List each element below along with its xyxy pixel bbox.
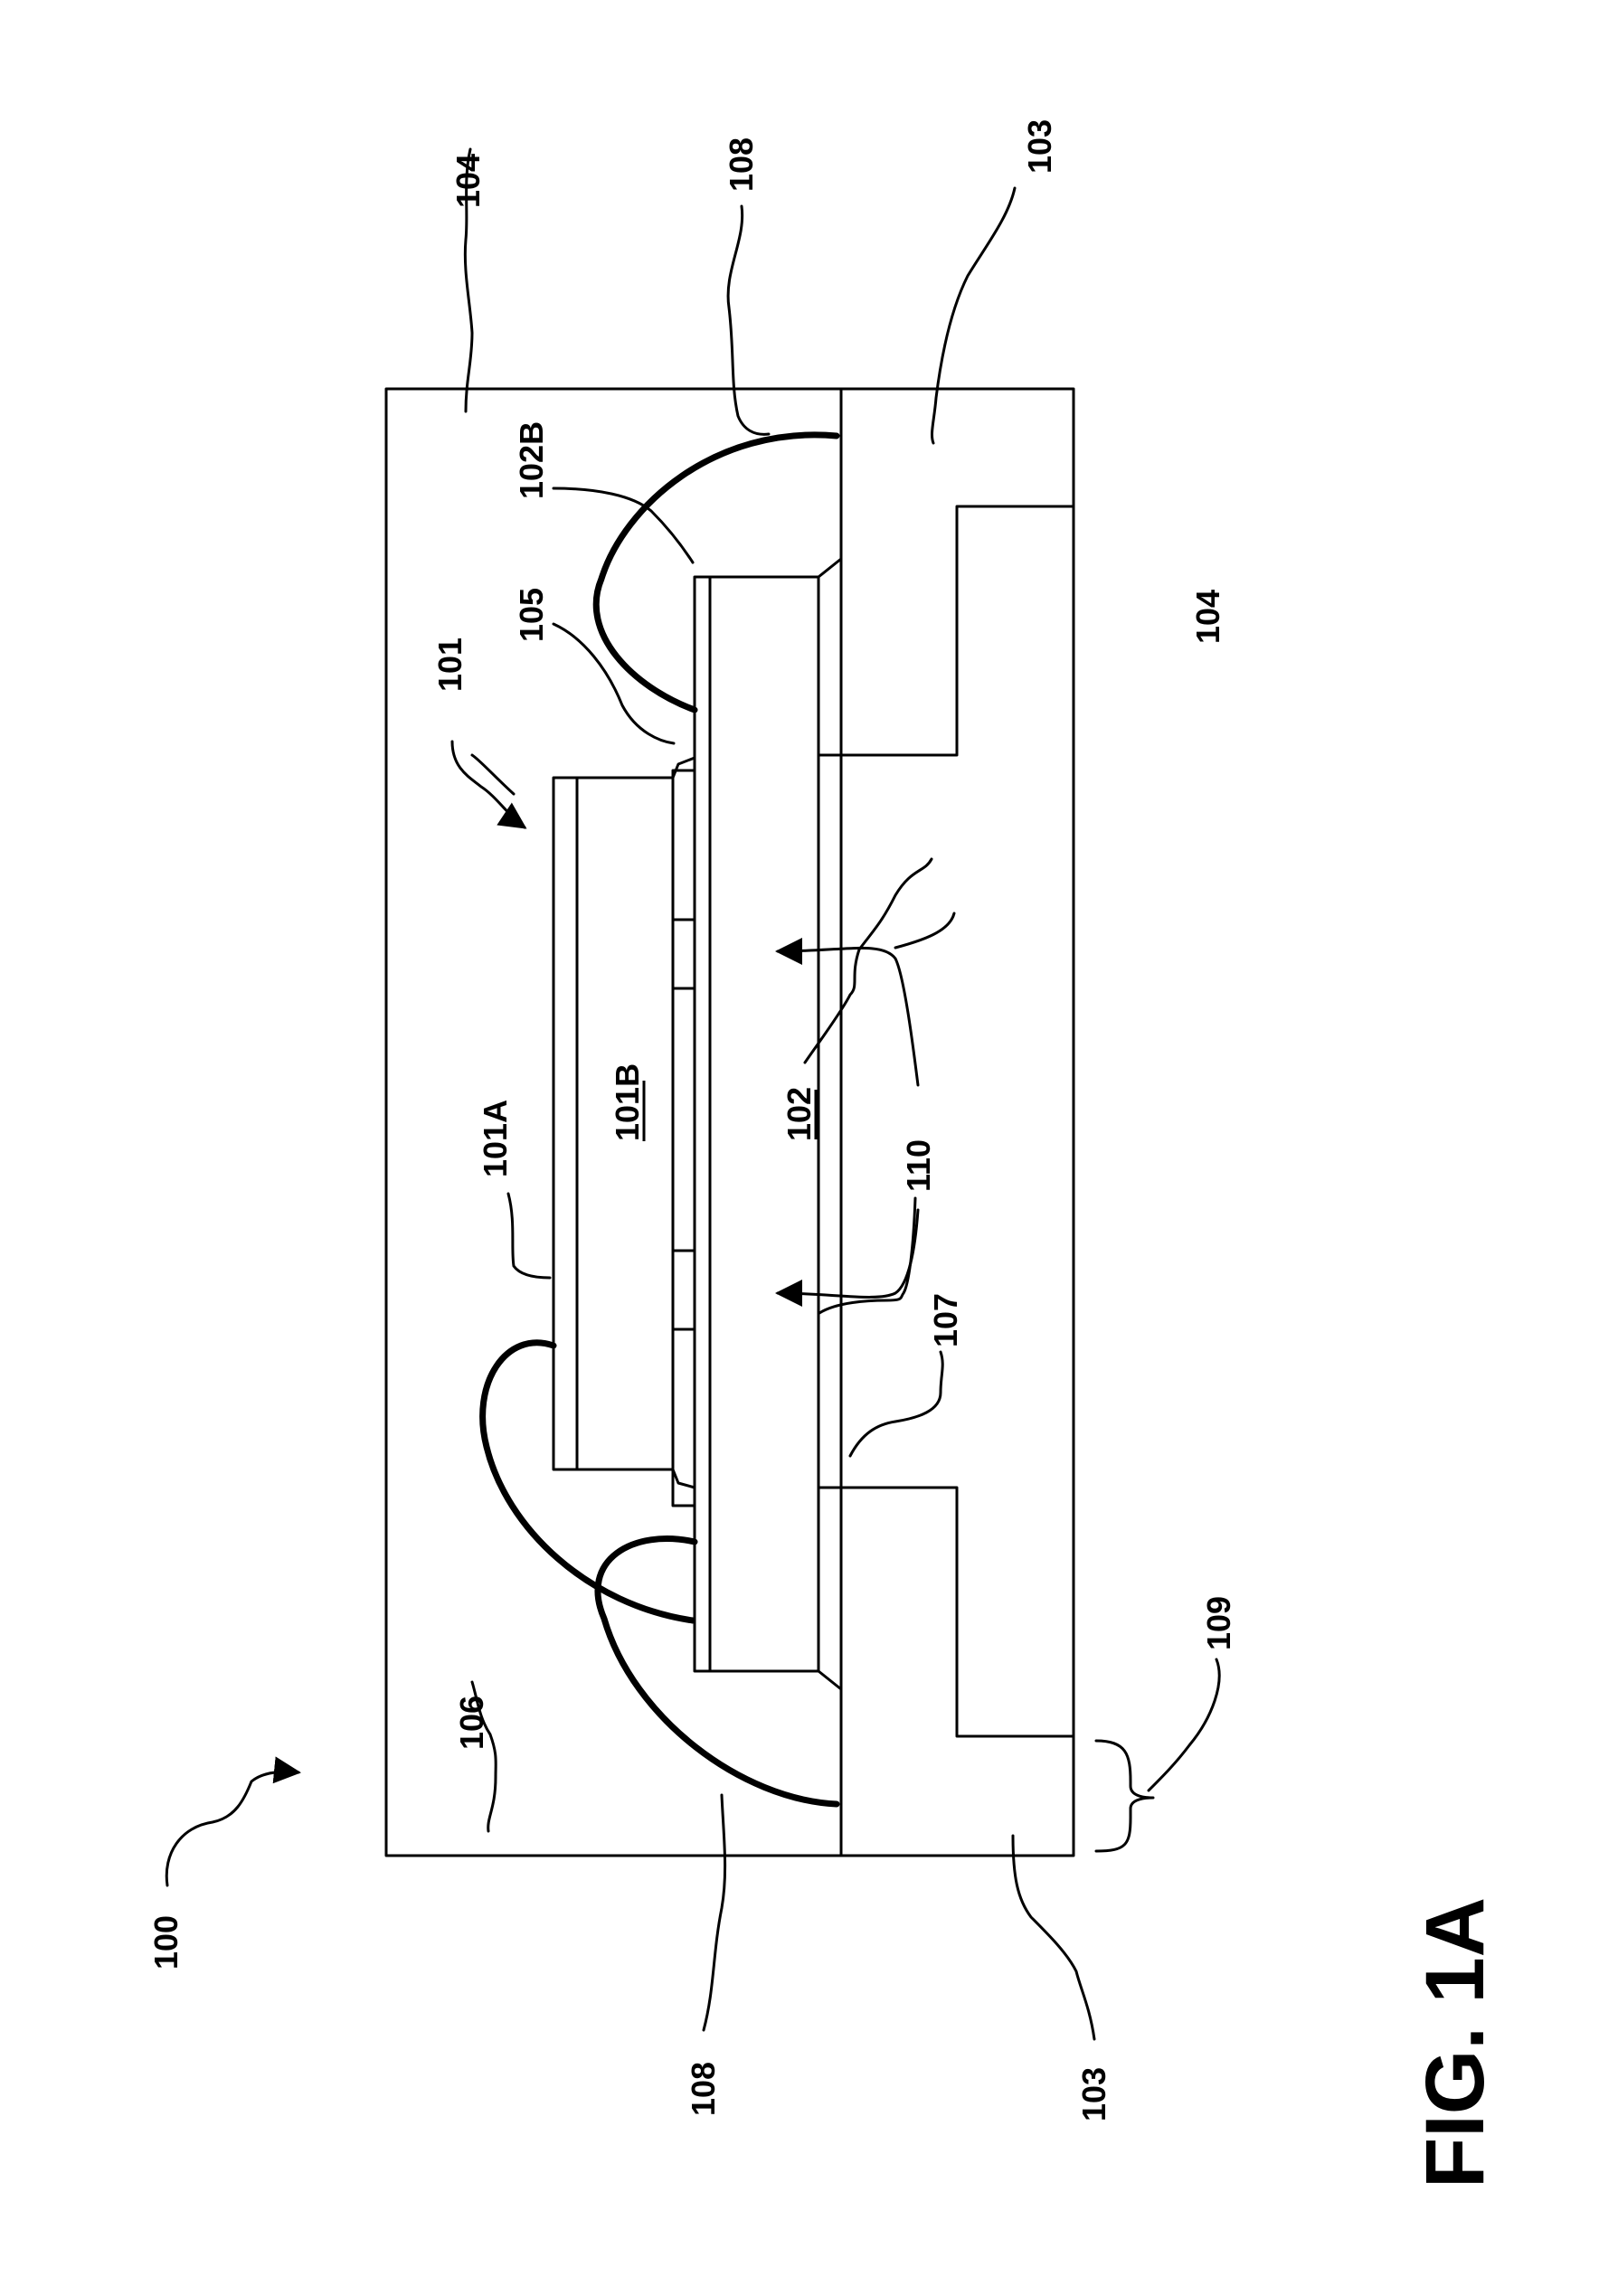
lead-103-top	[841, 506, 1074, 755]
die-attach-107-top	[818, 559, 841, 755]
lead-103-bottom	[841, 1488, 1074, 1736]
label-109: 109	[1200, 1596, 1237, 1650]
arrow-101	[452, 742, 525, 827]
fillet-101-top	[673, 758, 695, 778]
arrow-110-a	[778, 948, 918, 1085]
label-102b: 102B	[513, 421, 550, 499]
label-101a: 101A	[477, 1100, 514, 1177]
arrow-110-b	[778, 1210, 918, 1297]
label-100: 100	[147, 1915, 184, 1970]
label-110: 110	[900, 1139, 937, 1192]
label-105: 105	[513, 588, 550, 642]
label-108-top: 108	[723, 137, 760, 192]
bump-105-a	[673, 770, 695, 920]
die-attach-107-bottom	[818, 1488, 841, 1689]
layer-102b	[695, 577, 710, 1671]
label-108-bottom: 108	[685, 2062, 722, 2116]
bump-105-b	[673, 988, 695, 1251]
bond-wire-106	[483, 1343, 693, 1620]
layer-101a	[554, 778, 577, 1469]
figure-caption: FIG. 1A	[1409, 1897, 1501, 2188]
bond-wire-108-top	[596, 435, 837, 710]
label-106: 106	[453, 1696, 490, 1750]
label-101: 101	[431, 638, 468, 692]
label-103-bottom: 103	[1075, 2067, 1112, 2121]
label-103-top: 103	[1021, 119, 1058, 174]
label-104-right: 104	[1189, 590, 1226, 644]
fillet-101-bottom	[673, 1469, 695, 1488]
label-101b: 101B	[609, 1063, 646, 1141]
arrow-100	[166, 1772, 298, 1885]
label-107: 107	[927, 1293, 964, 1347]
bracket-109	[1096, 1741, 1153, 1851]
label-104-top: 104	[449, 154, 487, 208]
label-102: 102	[781, 1087, 818, 1141]
